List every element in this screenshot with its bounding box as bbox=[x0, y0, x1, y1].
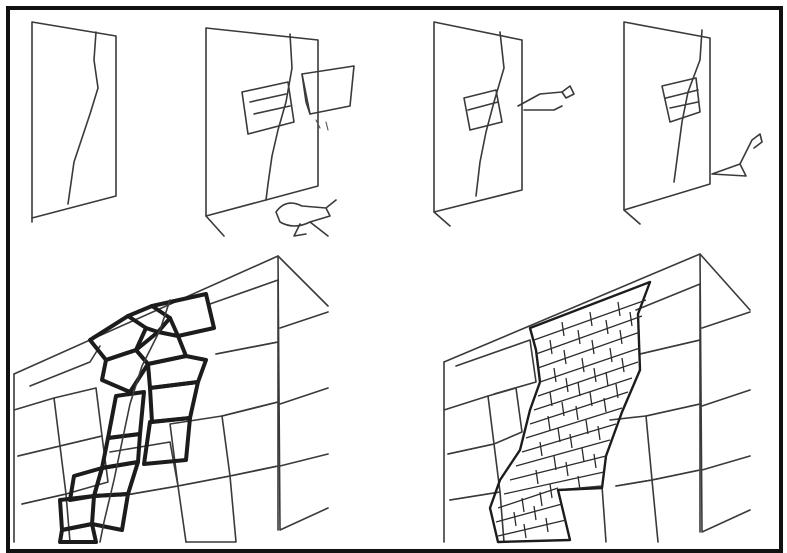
trowel-icon bbox=[712, 164, 746, 176]
panel-patch-knife bbox=[434, 22, 574, 226]
stapler-icon bbox=[276, 203, 330, 226]
crack-line bbox=[266, 34, 292, 200]
patch-sheet bbox=[662, 78, 700, 122]
figure-frame bbox=[6, 6, 783, 553]
panel-patch-stapler bbox=[206, 28, 354, 236]
crack-line bbox=[68, 32, 98, 204]
patch-sheet bbox=[242, 82, 294, 134]
repair-sketch-diagram bbox=[10, 10, 779, 549]
panel-stone-wall-stitched bbox=[14, 256, 328, 542]
putty-knife-icon bbox=[518, 92, 562, 106]
panel-wall-crack bbox=[32, 22, 116, 222]
patch-sheet-peeled bbox=[302, 66, 354, 114]
panel-stone-wall-brick bbox=[444, 254, 750, 542]
panel-patch-trowel bbox=[624, 22, 762, 224]
